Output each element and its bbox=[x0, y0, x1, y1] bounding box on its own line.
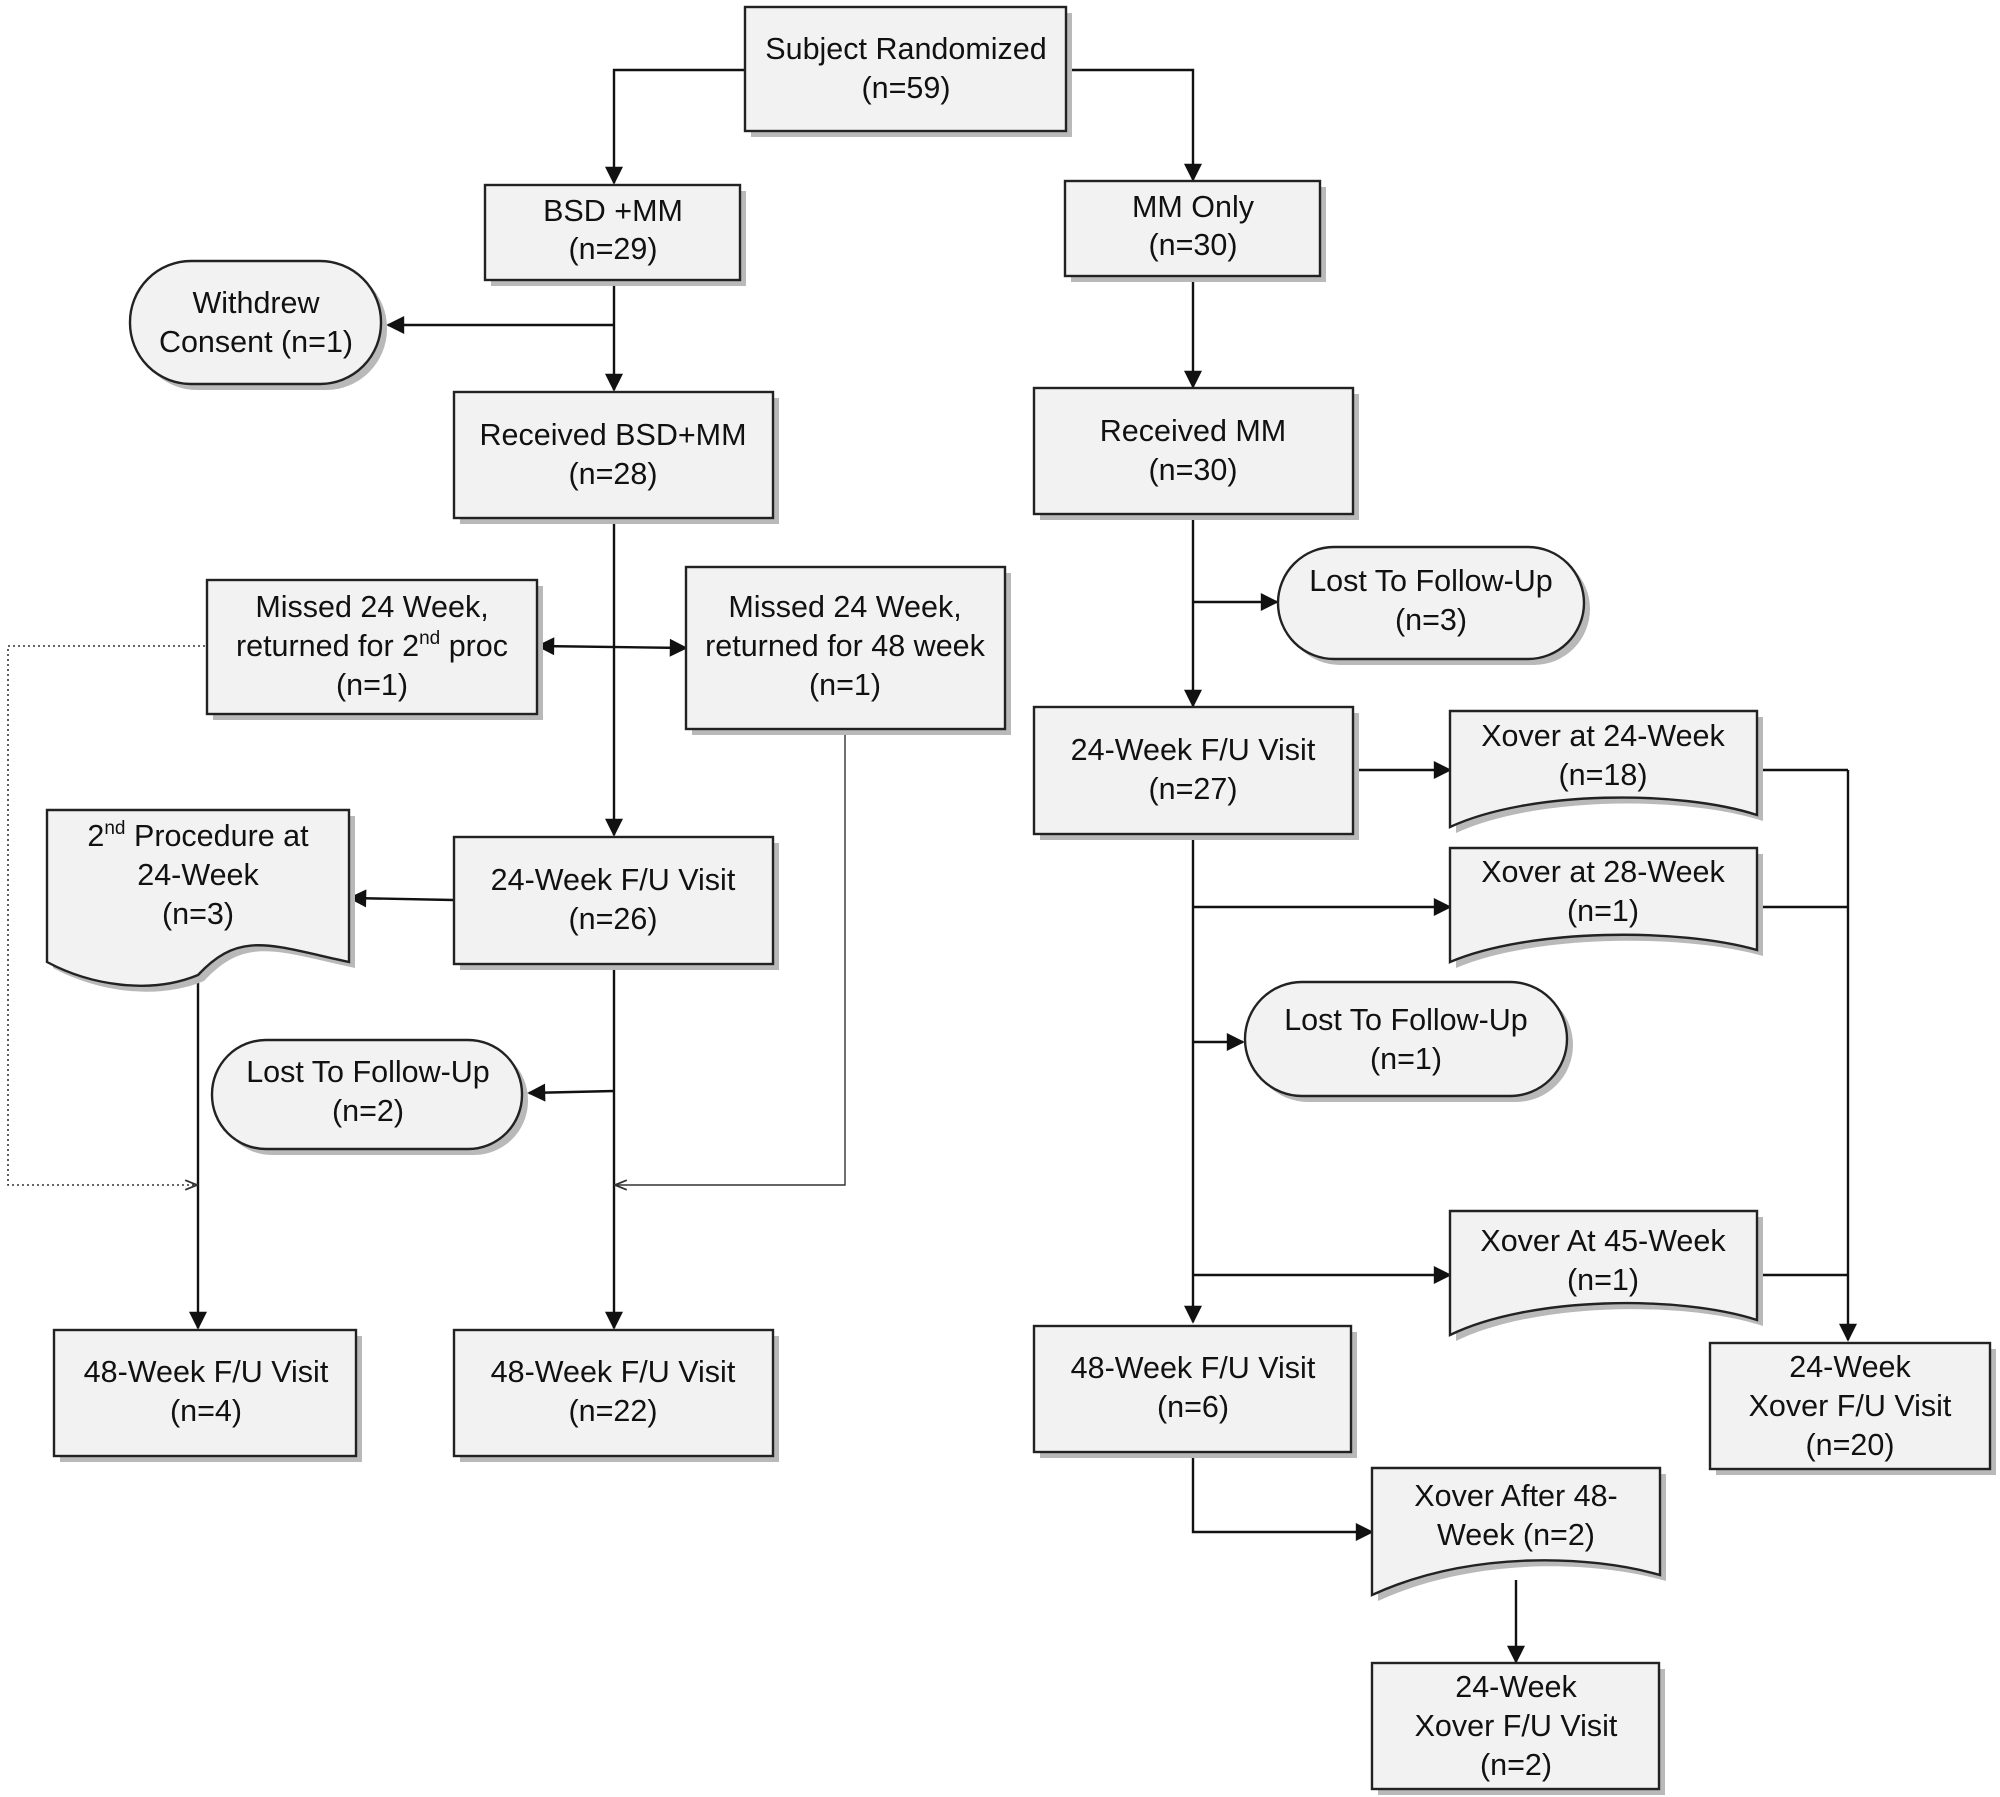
node-xover-28-week: Xover at 28-Week (n=1) bbox=[1448, 846, 1763, 968]
node-bsd-24-week-visit-label: 24-Week F/U Visit bbox=[491, 863, 736, 897]
node-second-procedure-line1: 2nd Procedure at bbox=[87, 818, 309, 853]
node-xover-after-48-week: Xover After 48- Week (n=2) bbox=[1370, 1466, 1666, 1601]
node-lost-followup-bsd-2: Lost To Follow-Up (n=2) bbox=[210, 1038, 528, 1155]
node-xover-fu-visit-20-count: (n=20) bbox=[1805, 1428, 1894, 1462]
node-xover-after-48-line2: Week (n=2) bbox=[1437, 1518, 1595, 1552]
node-mm-24-week-visit-label: 24-Week F/U Visit bbox=[1071, 733, 1316, 767]
node-xover-fu-visit-2-count: (n=2) bbox=[1480, 1748, 1552, 1782]
node-bsd-mm-count: (n=29) bbox=[568, 232, 657, 266]
node-lost-followup-bsd-2-label: Lost To Follow-Up bbox=[246, 1055, 490, 1089]
node-lost-followup-mm-3-label: Lost To Follow-Up bbox=[1309, 564, 1553, 598]
node-xover-24-week-label: Xover at 24-Week bbox=[1481, 719, 1725, 753]
node-48-week-visit-2nd-proc-label: 48-Week F/U Visit bbox=[84, 1355, 329, 1389]
edge-mm48-to-xover-after48 bbox=[1191, 1456, 1374, 1541]
edge-bsd-to-lost-2 bbox=[527, 1083, 615, 1102]
node-xover-45-week-label: Xover At 45-Week bbox=[1480, 1224, 1726, 1258]
node-missed-2nd-count: (n=1) bbox=[336, 668, 408, 702]
node-xover-24-week-count: (n=18) bbox=[1558, 758, 1647, 792]
node-bsd-48-week-visit-label: 48-Week F/U Visit bbox=[491, 1355, 736, 1389]
node-subject-randomized-count: (n=59) bbox=[861, 71, 950, 105]
node-received-bsd-mm-count: (n=28) bbox=[568, 457, 657, 491]
node-subject-randomized: Subject Randomized (n=59) bbox=[743, 5, 1072, 137]
node-subject-randomized-label: Subject Randomized bbox=[765, 32, 1046, 66]
node-xover-28-week-count: (n=1) bbox=[1567, 894, 1639, 928]
node-bsd-mm-label: BSD +MM bbox=[543, 194, 683, 228]
node-xover-fu-visit-20-line1: 24-Week bbox=[1789, 1350, 1911, 1384]
node-lost-followup-mm-3: Lost To Follow-Up (n=3) bbox=[1276, 545, 1590, 665]
node-missed-2nd-line2: returned for 2nd proc bbox=[236, 628, 508, 663]
node-xover-fu-visit-2: 24-Week Xover F/U Visit (n=2) bbox=[1370, 1661, 1665, 1795]
node-xover-45-week: Xover At 45-Week (n=1) bbox=[1448, 1209, 1763, 1341]
node-mm-only: MM Only (n=30) bbox=[1063, 179, 1326, 282]
node-mm-only-label: MM Only bbox=[1132, 190, 1255, 224]
node-missed-returned-48-week: Missed 24 Week, returned for 48 week (n=… bbox=[684, 565, 1011, 735]
node-received-bsd-mm: Received BSD+MM (n=28) bbox=[452, 390, 779, 524]
node-received-mm-count: (n=30) bbox=[1148, 453, 1237, 487]
node-missed-2nd-line1: Missed 24 Week, bbox=[255, 590, 488, 624]
node-xover-45-week-count: (n=1) bbox=[1567, 1263, 1639, 1297]
edge-randomized-to-bsd bbox=[605, 68, 745, 185]
node-48-week-visit-2nd-proc: 48-Week F/U Visit (n=4) bbox=[52, 1328, 362, 1462]
node-mm-48-week-visit-label: 48-Week F/U Visit bbox=[1071, 1351, 1316, 1385]
node-mm-only-count: (n=30) bbox=[1148, 228, 1237, 262]
node-xover-24-week: Xover at 24-Week (n=18) bbox=[1448, 709, 1763, 833]
node-xover-28-week-label: Xover at 28-Week bbox=[1481, 855, 1725, 889]
node-mm-24-week-visit: 24-Week F/U Visit (n=27) bbox=[1032, 705, 1359, 840]
node-missed-48-line2: returned for 48 week bbox=[705, 629, 985, 663]
node-second-procedure-24-week: 2nd Procedure at 24-Week (n=3) bbox=[45, 808, 355, 992]
node-bsd-24-week-visit: 24-Week F/U Visit (n=26) bbox=[452, 835, 779, 970]
node-lost-followup-mm-1: Lost To Follow-Up (n=1) bbox=[1243, 980, 1573, 1102]
node-received-bsd-mm-label: Received BSD+MM bbox=[480, 418, 747, 452]
edges bbox=[7, 68, 1857, 1664]
node-received-mm-label: Received MM bbox=[1100, 414, 1286, 448]
node-lost-followup-mm-3-count: (n=3) bbox=[1395, 603, 1467, 637]
edge-bsd24-to-2nd-proc bbox=[348, 889, 454, 908]
node-xover-after-48-line1: Xover After 48- bbox=[1414, 1479, 1617, 1513]
node-xover-fu-visit-20-line2: Xover F/U Visit bbox=[1749, 1389, 1952, 1423]
node-bsd-mm: BSD +MM (n=29) bbox=[483, 183, 746, 286]
node-mm-48-week-visit-count: (n=6) bbox=[1157, 1390, 1229, 1424]
node-mm-24-week-visit-count: (n=27) bbox=[1148, 772, 1237, 806]
node-xover-fu-visit-20: 24-Week Xover F/U Visit (n=20) bbox=[1708, 1341, 1996, 1475]
node-lost-followup-bsd-2-count: (n=2) bbox=[332, 1094, 404, 1128]
node-mm-48-week-visit: 48-Week F/U Visit (n=6) bbox=[1032, 1324, 1357, 1458]
node-lost-followup-mm-1-count: (n=1) bbox=[1370, 1042, 1442, 1076]
node-bsd-48-week-visit: 48-Week F/U Visit (n=22) bbox=[452, 1328, 779, 1462]
node-second-procedure-count: (n=3) bbox=[162, 897, 234, 931]
node-bsd-24-week-visit-count: (n=26) bbox=[568, 902, 657, 936]
node-missed-returned-2nd-proc: Missed 24 Week, returned for 2nd proc (n… bbox=[205, 578, 543, 720]
node-second-procedure-line2: 24-Week bbox=[137, 858, 259, 892]
node-bsd-48-week-visit-count: (n=22) bbox=[568, 1394, 657, 1428]
node-missed-48-count: (n=1) bbox=[809, 668, 881, 702]
edge-randomized-to-mm bbox=[1067, 68, 1202, 182]
node-received-mm: Received MM (n=30) bbox=[1032, 386, 1359, 520]
node-withdrew-consent-label: Withdrew bbox=[192, 286, 320, 320]
edge-missed-bidirectional bbox=[536, 637, 688, 657]
node-withdrew-consent: Withdrew Consent (n=1) bbox=[128, 259, 387, 390]
node-xover-fu-visit-2-line1: 24-Week bbox=[1455, 1670, 1577, 1704]
edge-missed2nd-to-left-trunk bbox=[7, 645, 205, 1185]
node-withdrew-consent-count: Consent (n=1) bbox=[159, 325, 353, 359]
node-lost-followup-mm-1-label: Lost To Follow-Up bbox=[1284, 1003, 1528, 1037]
node-missed-48-line1: Missed 24 Week, bbox=[728, 590, 961, 624]
edge-missed48-to-bsd-trunk bbox=[616, 730, 846, 1185]
node-48-week-visit-2nd-proc-count: (n=4) bbox=[170, 1394, 242, 1428]
node-xover-fu-visit-2-line2: Xover F/U Visit bbox=[1415, 1709, 1618, 1743]
